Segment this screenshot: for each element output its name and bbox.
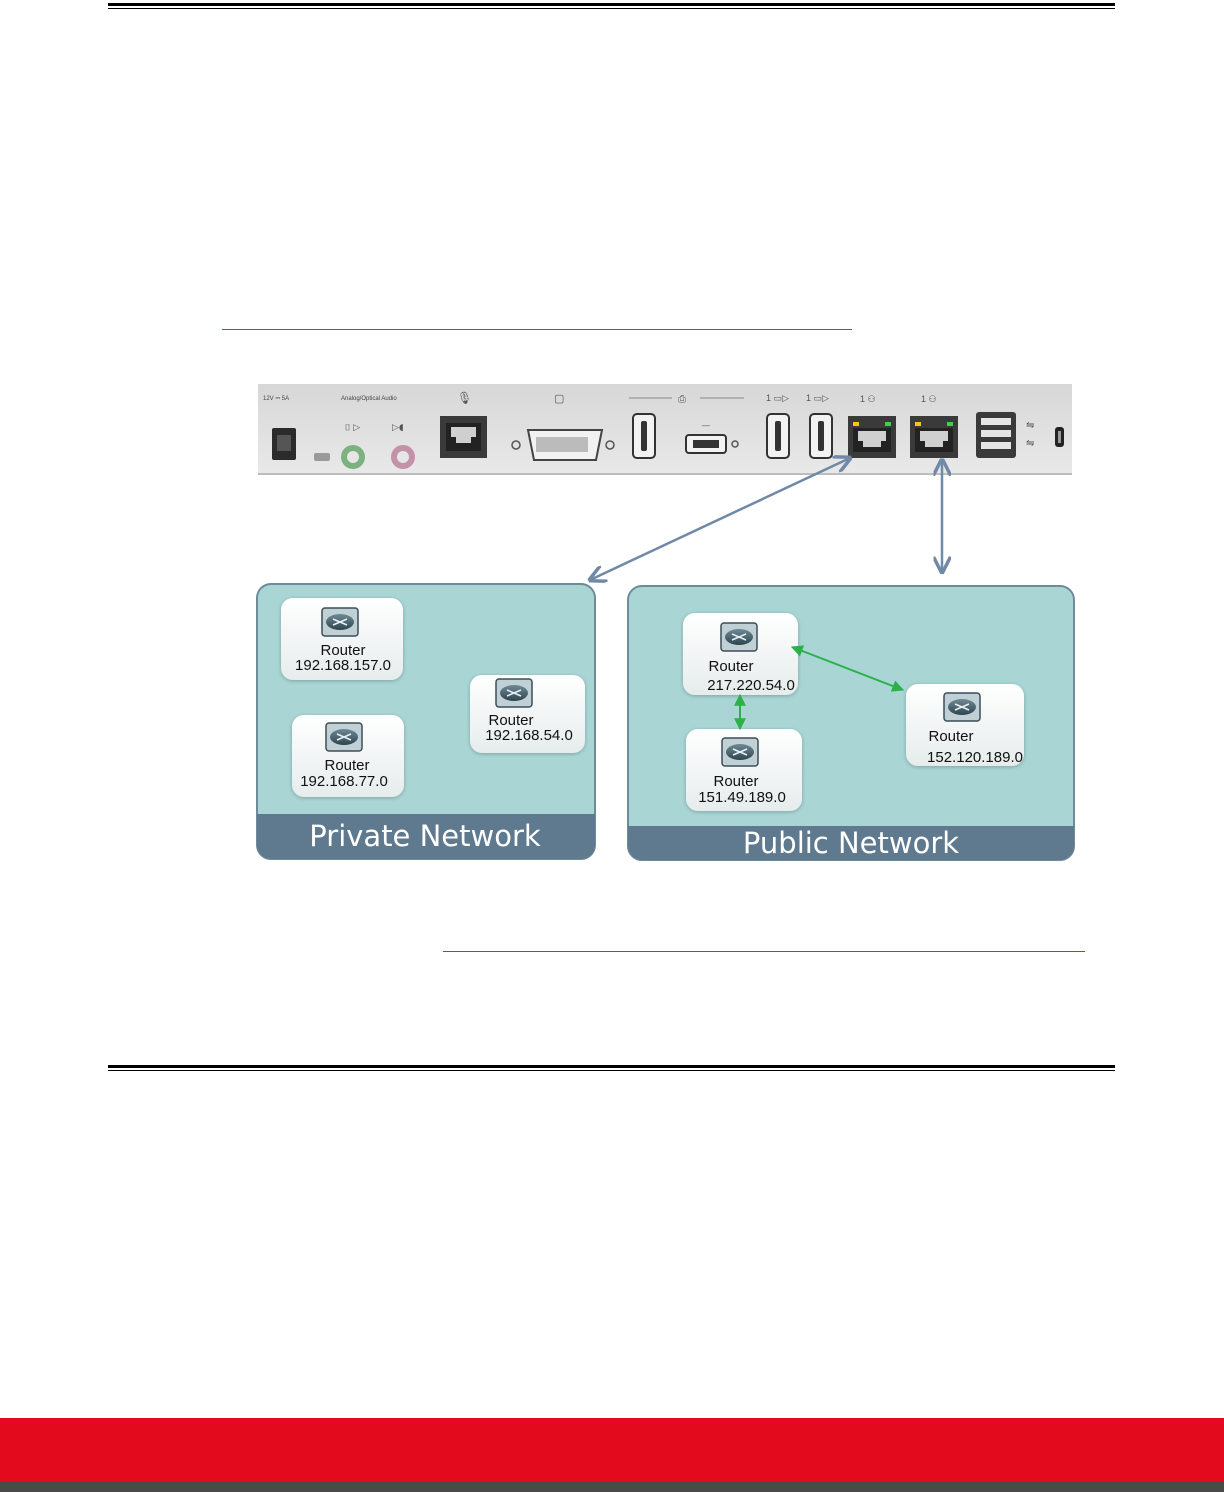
footer-strip (0, 1482, 1224, 1492)
link-underline-bottom[interactable] (443, 951, 1085, 952)
router-node[interactable] (906, 684, 1024, 766)
router-node[interactable] (686, 729, 802, 811)
svg-text:▷◖: ▷◖ (392, 423, 404, 433)
lan-port-1: 1 ⚇ (848, 394, 896, 458)
router-icon (721, 737, 759, 767)
router-name: Router (488, 712, 533, 729)
private-link-arrow (590, 458, 850, 580)
router-icon (495, 678, 533, 708)
device-rear-panel: 12V ⎓ 5A Analog/Optical Audio ⌷ ▷ ▷◖ 🎙 ▢ (258, 384, 1072, 475)
router-name: Router (324, 757, 369, 774)
svg-text:—: — (702, 421, 710, 430)
router-name: Router (708, 658, 753, 675)
router-ip: 192.168.157.0 (295, 657, 391, 674)
power-label: 12V ⎓ 5A (263, 396, 289, 402)
footer-band (0, 1418, 1224, 1482)
svg-text:1 ▭▷: 1 ▭▷ (806, 393, 829, 403)
public-network-title-bar (628, 826, 1074, 860)
router-node[interactable] (292, 715, 404, 797)
router-icon (943, 692, 981, 722)
microphone-icon: 🎙 (457, 391, 472, 405)
network-diagram: 12V ⎓ 5A Analog/Optical Audio ⌷ ▷ ▷◖ 🎙 ▢ (256, 384, 1075, 861)
svg-text:⎙: ⎙ (678, 394, 686, 405)
svg-text:⌷ ▷: ⌷ ▷ (345, 423, 360, 433)
router-ip: 151.49.189.0 (698, 789, 786, 806)
private-network-title: Private Network (309, 819, 541, 853)
router-icon (321, 607, 359, 637)
public-network-title: Public Network (743, 826, 959, 860)
router-name: Router (928, 728, 973, 745)
usb-ports: ⇋ ⇋ (976, 412, 1064, 458)
usb-icon: ⇋ (1026, 420, 1034, 431)
link-underline-top[interactable] (222, 329, 852, 330)
router-ip: 152.120.189.0 (927, 749, 1023, 766)
router-name: Router (320, 642, 365, 659)
hdmi-port: — (685, 421, 739, 454)
microphone-port: 🎙 (440, 391, 487, 458)
audio-out-icon: ▷◖ (391, 423, 415, 469)
camera-port: ▢ (511, 393, 615, 461)
svg-text:1 ▭▷: 1 ▭▷ (766, 393, 789, 403)
network-icon: 1 ⚇ (921, 394, 937, 404)
usb-icon: ⇋ (1026, 438, 1034, 449)
private-network-title-bar (257, 814, 595, 859)
router-ip: 192.168.54.0 (485, 727, 573, 744)
header-rule (108, 3, 1115, 9)
audio-in-icon: ⌷ ▷ (341, 423, 365, 469)
router-ip: 192.168.77.0 (300, 773, 388, 790)
router-icon (325, 722, 363, 752)
audio-label: Analog/Optical Audio (341, 396, 397, 402)
router-icon (720, 622, 758, 652)
router-link-arrow (790, 645, 905, 692)
optical-slot-icon (314, 453, 330, 461)
lan-port-2: 1 ⚇ (910, 394, 958, 458)
router-name: Router (713, 773, 758, 790)
network-icon: 1 ⚇ (860, 394, 876, 404)
camera-icon: ▢ (554, 393, 564, 405)
footer-rule (108, 1065, 1115, 1071)
router-node[interactable] (683, 613, 798, 695)
router-node[interactable] (281, 598, 403, 680)
router-ip: 217.220.54.0 (707, 677, 795, 694)
